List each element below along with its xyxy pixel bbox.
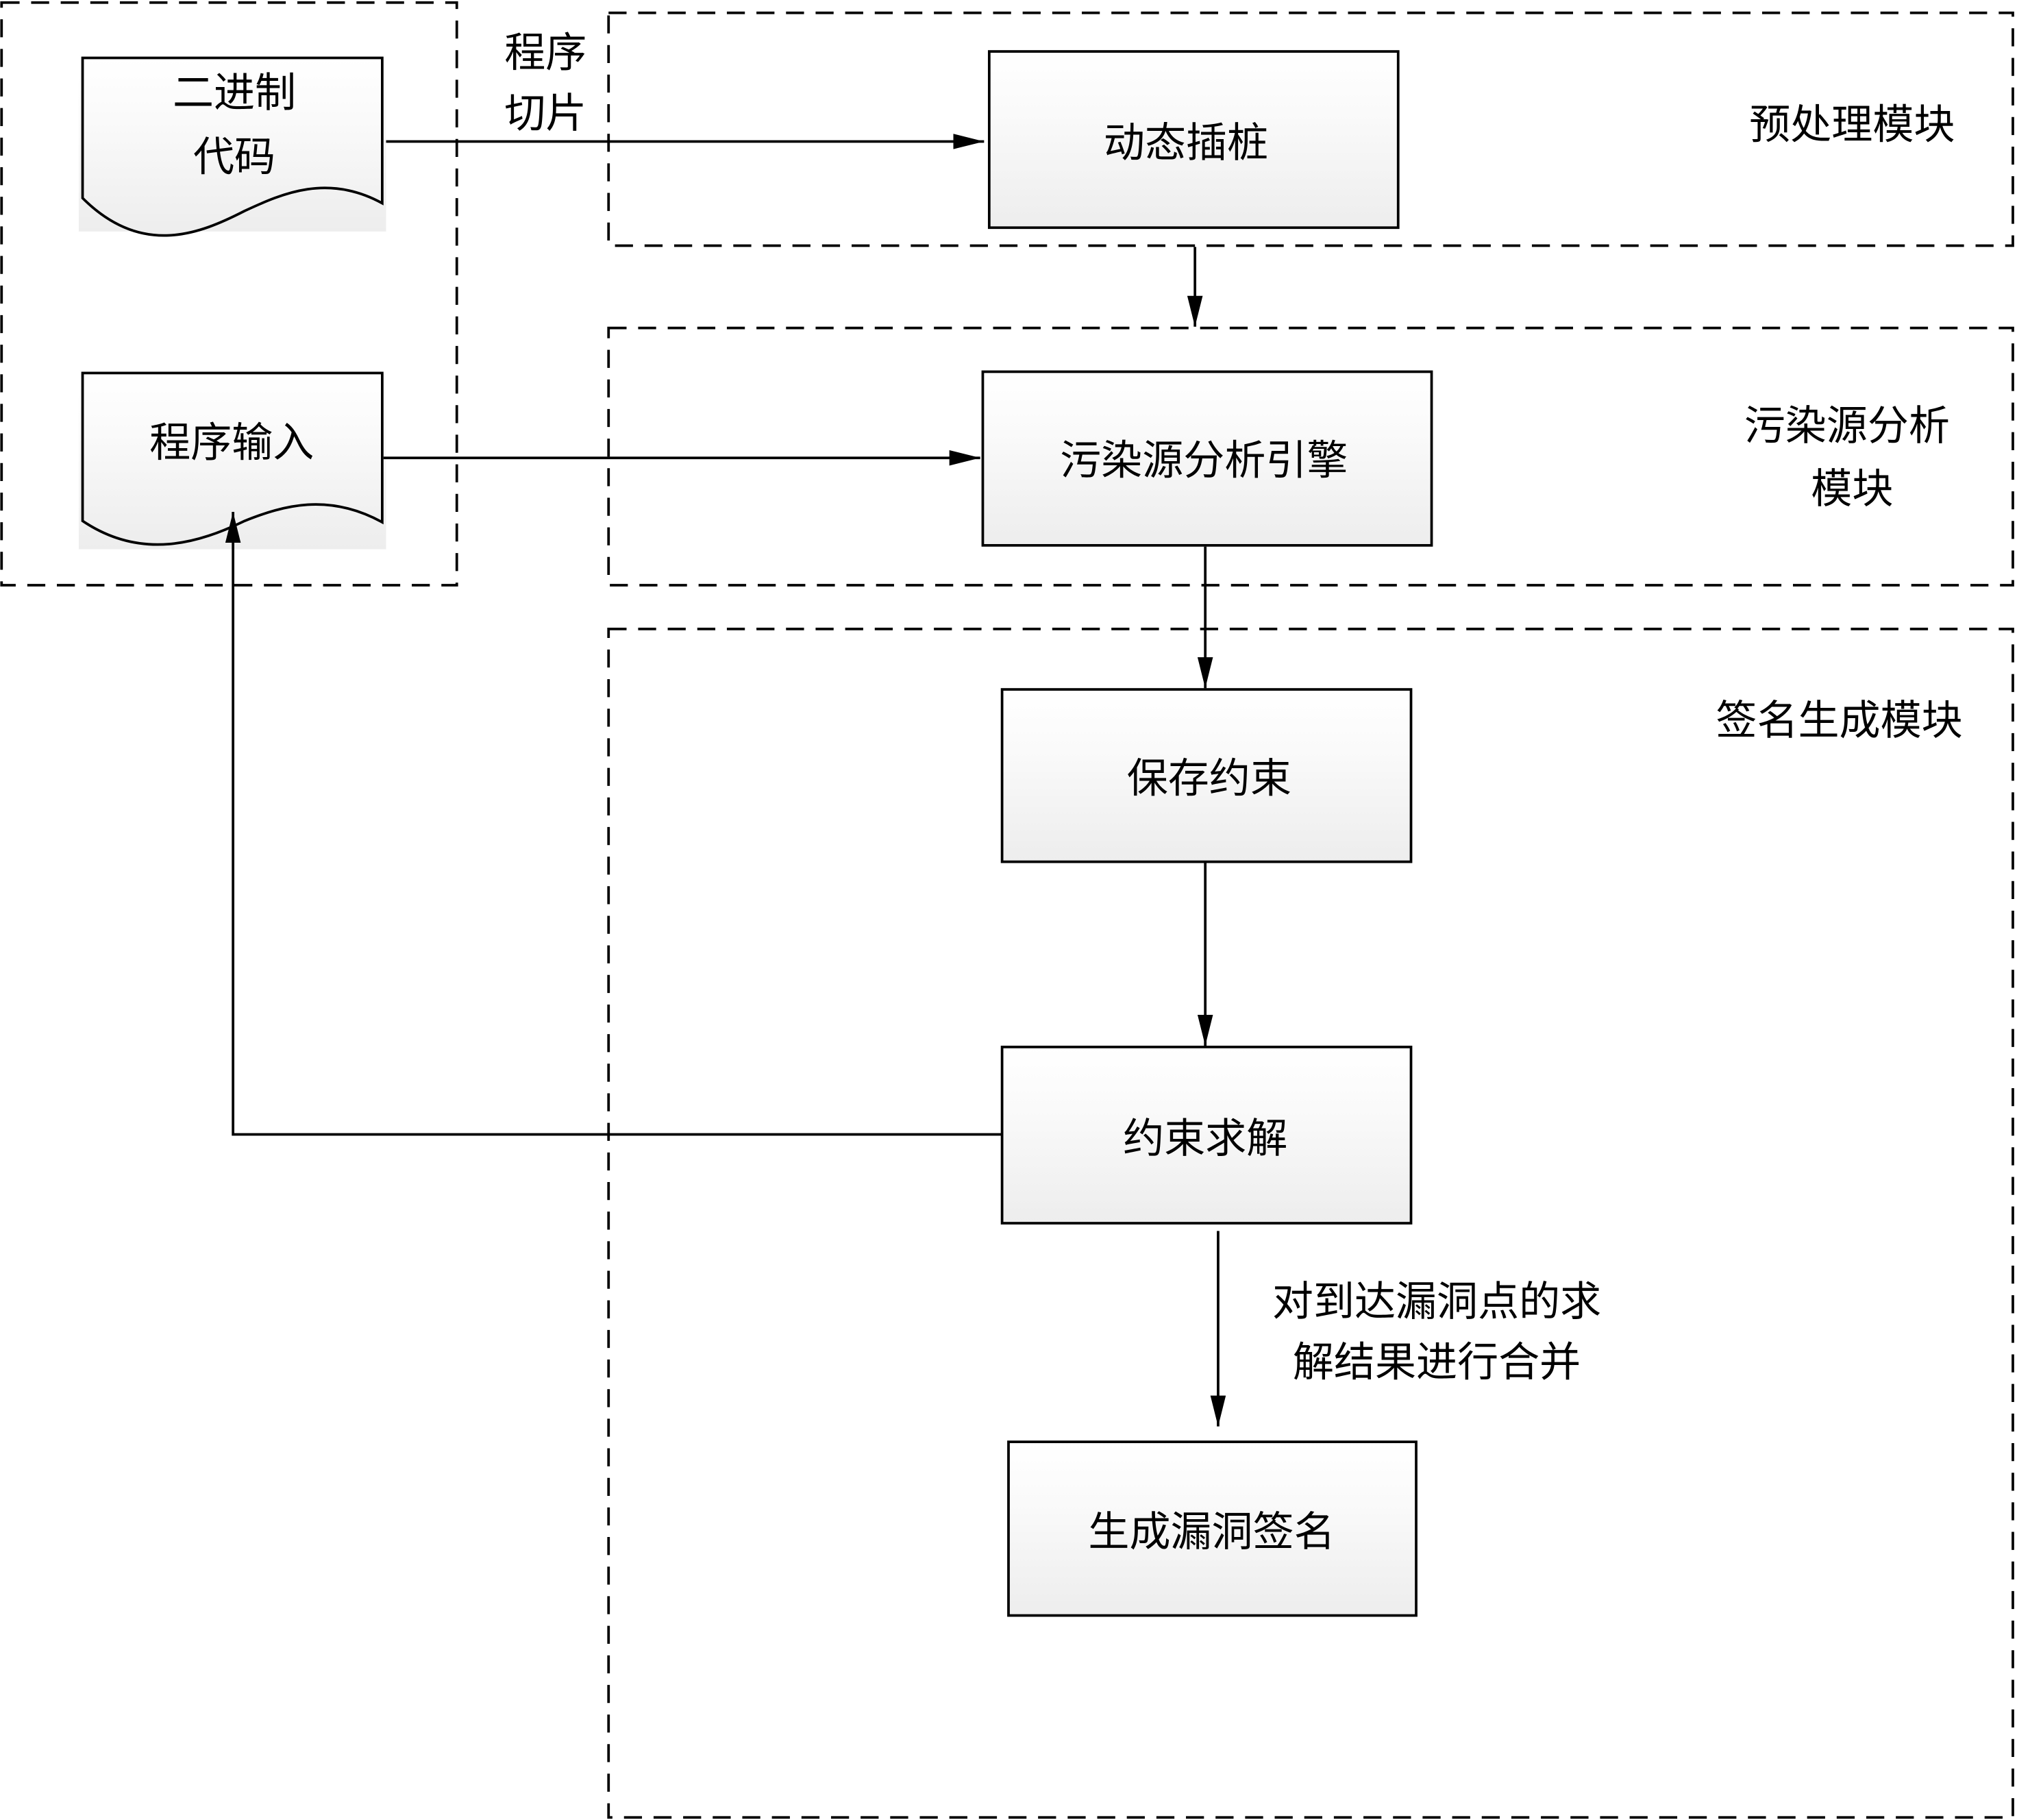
edge-solving-to-input: [225, 512, 1002, 1136]
document-binary-code-label-line2: 代码: [193, 134, 275, 182]
document-binary-code-label-line1: 二进制: [173, 69, 296, 117]
process-save-constraints[interactable]: 保存约束: [1000, 688, 1413, 863]
edge-label-merge-line2: 解结果进行合并: [1293, 1338, 1581, 1386]
module-signature: 签名生成模块: [607, 627, 2014, 1819]
edge-solving-to-signature: 对到达漏洞点的求 解结果进行合并: [1210, 1231, 1601, 1427]
module-taint-label-line2: 模块: [1811, 465, 1893, 513]
process-constraint-solving-label: 约束求解: [1123, 1115, 1287, 1163]
edge-label-merge-line1: 对到达漏洞点的求: [1272, 1278, 1601, 1326]
module-signature-label: 签名生成模块: [1716, 697, 1962, 745]
edge-label-program-slicing-line2: 切片: [504, 90, 586, 138]
process-generate-signature[interactable]: 生成漏洞签名: [1007, 1440, 1418, 1617]
document-binary-code[interactable]: 二进制 代码: [78, 51, 386, 237]
process-save-constraints-label: 保存约束: [1127, 754, 1291, 802]
edge-binary-to-instrumentation: 程序 切片: [386, 29, 985, 149]
process-taint-engine[interactable]: 污染源分析引擎: [981, 370, 1433, 547]
module-taint-label-line1: 污染源分析: [1744, 402, 1950, 450]
process-dynamic-instrumentation-label: 动态插桩: [1104, 119, 1268, 167]
document-program-input-label: 程序输入: [149, 419, 314, 467]
module-preprocess: 预处理模块: [607, 11, 2014, 247]
process-generate-signature-label: 生成漏洞签名: [1088, 1508, 1335, 1556]
module-inputs: [0, 1, 458, 587]
edge-label-program-slicing-line1: 程序: [504, 29, 586, 77]
module-preprocess-label: 预处理模块: [1749, 101, 1955, 149]
process-dynamic-instrumentation[interactable]: 动态插桩: [987, 50, 1400, 230]
document-program-input[interactable]: 程序输入: [78, 366, 386, 550]
process-constraint-solving[interactable]: 约束求解: [1000, 1046, 1413, 1225]
process-taint-engine-label: 污染源分析引擎: [1060, 437, 1348, 485]
